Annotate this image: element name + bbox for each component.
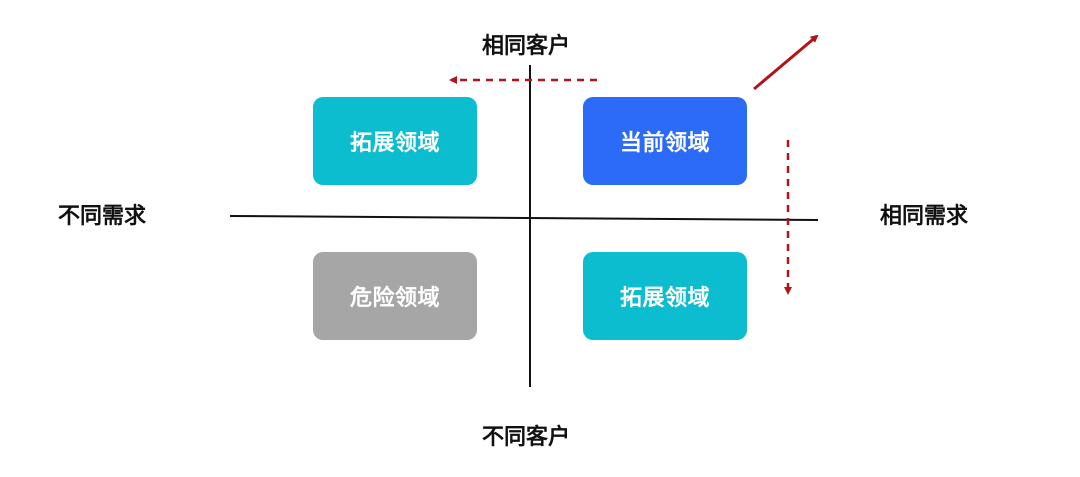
axis-label-right: 相同需求 <box>880 204 969 229</box>
horizontal-axis <box>229 215 819 221</box>
quadrant-bottom-right-label: 拓展领域 <box>619 286 710 311</box>
axis-label-bottom: 不同客户 <box>482 425 571 450</box>
quadrant-top-right-label: 当前领域 <box>619 131 710 156</box>
quadrant-top-left-label: 拓展领域 <box>349 131 440 156</box>
arrow-up-right <box>753 34 819 91</box>
quadrant-top-left: 拓展领域 <box>313 97 477 185</box>
quadrant-bottom-left: 危险领域 <box>313 252 477 340</box>
quadrant-bottom-right: 拓展领域 <box>583 252 747 340</box>
quadrant-top-right: 当前领域 <box>583 97 747 185</box>
quadrant-bottom-left-label: 危险领域 <box>349 286 440 311</box>
axis-label-left: 不同需求 <box>58 204 147 229</box>
axis-label-top: 相同客户 <box>482 34 571 59</box>
